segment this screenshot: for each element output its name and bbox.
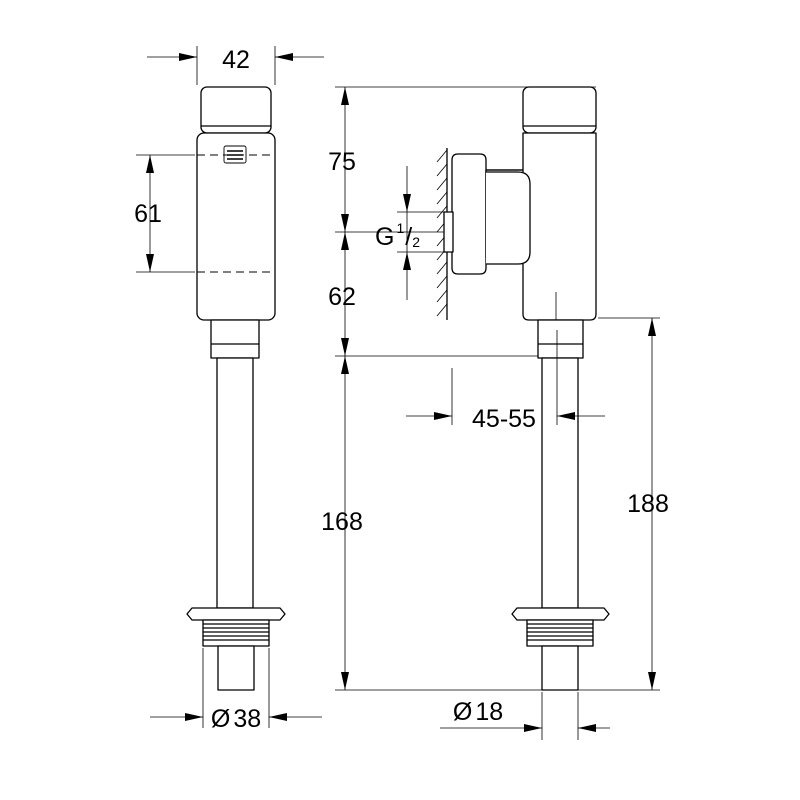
side-thread — [526, 619, 594, 647]
dim-height-body: 61 — [134, 154, 195, 273]
front-flange — [186, 607, 286, 621]
label-height-lower: 168 — [321, 508, 363, 536]
dim-chain-left — [335, 86, 660, 691]
dim-height-total: 188 — [598, 317, 669, 690]
side-thread-stub — [443, 211, 454, 253]
label-height-total: 188 — [627, 490, 669, 518]
side-tail — [541, 645, 579, 691]
brand-logo — [223, 145, 247, 164]
label-height-body: 61 — [134, 200, 162, 228]
dim-thread-size — [397, 166, 444, 300]
label-width-top: 42 — [222, 46, 250, 74]
front-tail — [217, 645, 255, 691]
front-thread — [202, 619, 270, 647]
front-valve-body — [196, 132, 276, 321]
dim-width-top: 42 — [147, 46, 324, 85]
label-height-top: 75 — [328, 148, 356, 176]
front-pipe — [216, 357, 254, 609]
front-connector — [210, 319, 260, 359]
side-flange — [511, 607, 610, 621]
front-view — [186, 86, 286, 691]
side-view — [443, 86, 610, 691]
side-pipe — [541, 357, 579, 609]
side-connector — [537, 319, 584, 359]
label-wall-distance: 45-55 — [472, 405, 536, 433]
side-valve-body — [522, 132, 597, 321]
dim-wall-distance: 45-55 — [406, 330, 605, 433]
label-height-mid: 62 — [328, 283, 356, 311]
side-wall-plate — [451, 153, 487, 275]
